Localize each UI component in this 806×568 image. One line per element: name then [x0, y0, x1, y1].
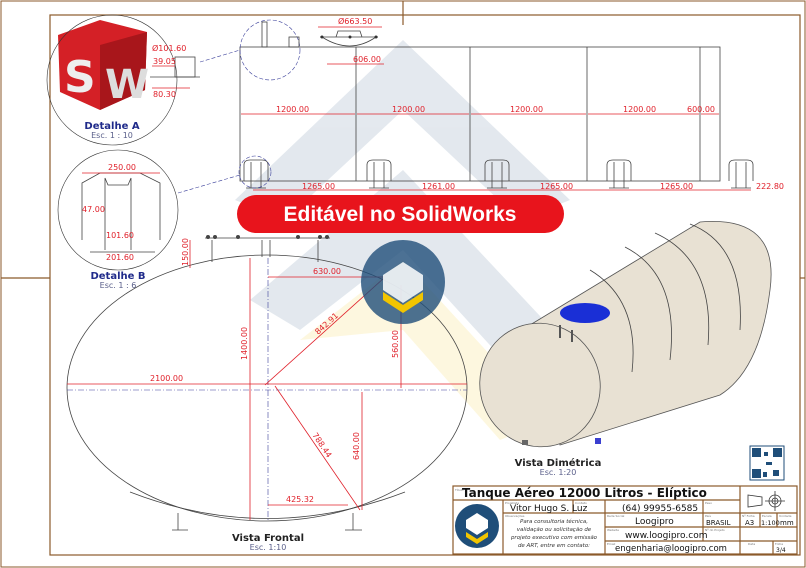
title-block: Título Tanque Aéreo 12000 Litros - Elípt… [452, 485, 798, 555]
website-label: Website [607, 528, 619, 532]
social: Loogipro [635, 517, 674, 527]
loogipro-logo-icon [455, 504, 499, 548]
email-label: Email [607, 542, 615, 546]
country-label: País [705, 514, 711, 518]
dim-vert-top: 560.00 [391, 330, 400, 358]
manhole [320, 30, 378, 47]
dimetric-view: Vista Dimétrica Esc. 1:20 [479, 221, 772, 477]
notes-label: Observações [505, 514, 525, 518]
dim-vert-bottom: 640.00 [352, 432, 361, 460]
banner-text: Editável no SolidWorks [284, 203, 517, 226]
front-view-scale: Esc. 1:10 [250, 543, 287, 552]
mass-label: Peso [705, 501, 712, 505]
contact-label: Contato [575, 501, 587, 505]
dim-manhole-diameter: Ø663.50 [338, 16, 372, 26]
dim-detail-b-inner: 101.60 [106, 231, 134, 240]
sheet-size: A3 [745, 519, 754, 527]
detail-leader [177, 174, 241, 194]
dim-support-1: 1265.00 [302, 182, 335, 191]
dim-nozzle: 150.00 [181, 238, 190, 266]
detail-leader [199, 49, 241, 63]
detail-b-title: Detalhe B [90, 271, 145, 282]
solidworks-logo: S W [58, 20, 149, 110]
notes-line: Para consultoria técnica, [520, 518, 588, 525]
dim-detail-a-diameter: Ø101.60 [152, 43, 186, 53]
detail-b: 250.00 47.00 101.60 201.60 Detalhe B Esc… [57, 149, 179, 290]
dim-section-3: 1200.00 [510, 105, 543, 114]
projection-symbol-icon [747, 491, 785, 511]
designer: Vitor Hugo S. Luz [510, 504, 588, 514]
dim-bottom-offset: 425.32 [286, 495, 314, 504]
dim-detail-b-offset: 47.00 [82, 205, 105, 214]
detail-a-scale: Esc. 1 : 10 [91, 131, 133, 140]
dim-top-offset: 630.00 [313, 267, 341, 276]
scale: 1:100 [761, 519, 780, 527]
loogipro-logo-icon [361, 240, 445, 324]
dim-detail-a-height: 39.05 [153, 57, 176, 66]
dimetric-view-title: Vista Dimétrica [515, 457, 602, 469]
detail-a-title: Detalhe A [84, 121, 139, 132]
dim-section-1: 1200.00 [276, 105, 309, 114]
email[interactable]: engenharia@loogipro.com [615, 544, 727, 554]
notes-line: projeto executivo com emissão [510, 535, 598, 541]
detail-a-callout [239, 19, 301, 81]
title-label: Título [454, 488, 464, 492]
svg-text:W: W [105, 62, 149, 108]
dim-support-3: 1265.00 [540, 182, 573, 191]
front-view-title: Vista Frontal [232, 533, 304, 544]
dim-detail-b-base: 201.60 [106, 253, 134, 262]
website[interactable]: www.loogipro.com [625, 531, 708, 541]
detail-b-scale: Esc. 1 : 6 [100, 281, 137, 290]
country: BRASIL [706, 519, 731, 527]
detail-b-callout [238, 155, 272, 189]
dim-manhole-offset: 606.00 [353, 55, 381, 64]
sheet-label: Folha [775, 542, 783, 546]
dimetric-view-scale: Esc. 1:20 [540, 468, 577, 477]
drawing-frame [49, 14, 801, 556]
notes-line: de ART, entre em contato: [518, 543, 590, 549]
dim-support-end: 222.80 [756, 182, 784, 191]
dim-front-height: 1400.00 [240, 327, 249, 360]
dim-section-5: 600.00 [687, 105, 715, 114]
svg-text:S: S [64, 52, 96, 103]
drawing-title: Tanque Aéreo 12000 Litros - Elíptico [462, 486, 707, 500]
designer-label: Projetista [505, 501, 519, 505]
dim-detail-b-width: 250.00 [108, 163, 136, 172]
supports [243, 159, 754, 189]
sheet-number: 3/4 [776, 547, 786, 554]
editable-banner: Editável no SolidWorks [237, 195, 564, 233]
detail-a: Ø101.60 39.05 80.30 Detalhe A Esc. 1 : 1… [46, 14, 200, 146]
dim-section-2: 1200.00 [392, 105, 425, 114]
scale-label: Escala [762, 514, 772, 518]
manhole-3d [560, 303, 610, 323]
unit-label: Unidade [779, 514, 792, 518]
notes-line: validação ou solicitação de [517, 527, 592, 533]
unit: mm [780, 519, 794, 527]
social-label: Rede Social [607, 514, 625, 518]
dim-support-2: 1261.00 [422, 182, 455, 191]
sheet-size-label: Nº Folha [742, 514, 755, 518]
dim-section-4: 1200.00 [623, 105, 656, 114]
dim-front-width: 2100.00 [150, 374, 183, 383]
phone: (64) 99955-6585 [622, 504, 698, 514]
side-view: Ø663.50 606.00 1200.00 1200.00 1200.00 1… [238, 16, 784, 191]
dim-detail-a-length: 80.30 [153, 90, 176, 99]
dim-support-4: 1265.00 [660, 182, 693, 191]
qr-code[interactable] [749, 445, 785, 481]
project-label: Nº do Projeto [705, 528, 725, 532]
date-label: Data [748, 542, 755, 546]
